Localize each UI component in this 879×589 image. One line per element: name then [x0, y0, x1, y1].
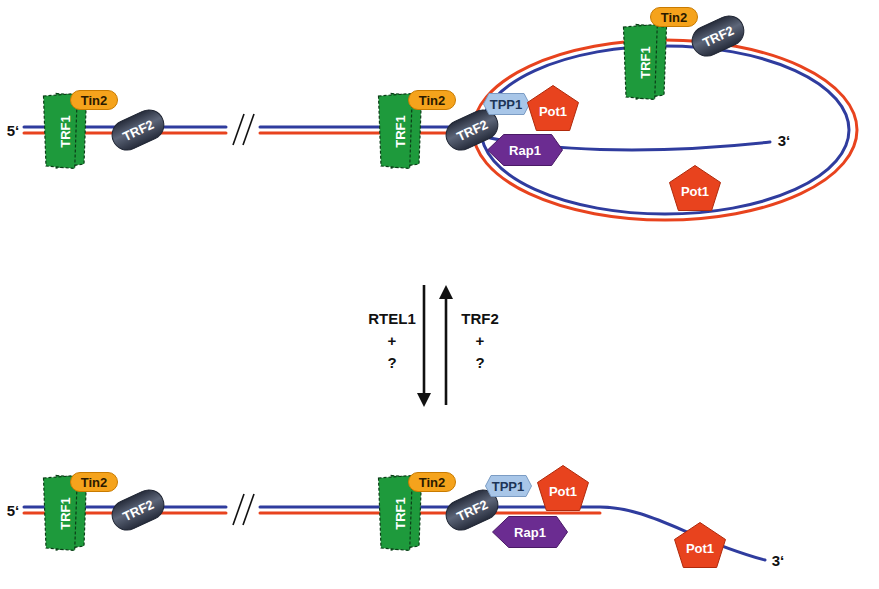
protein-name: Pot1: [539, 105, 567, 118]
protein-name: Pot1: [681, 185, 709, 198]
plus-sign: +: [388, 333, 397, 348]
trf2-cylinder: [687, 11, 749, 61]
plus-sign: +: [476, 333, 485, 348]
trf2-protein: TRF2: [695, 14, 741, 58]
trf2-protein: TRF2: [115, 108, 161, 152]
protein-name: Tin2: [81, 94, 108, 107]
trf2-protein: TRF2: [115, 488, 161, 532]
rap1-protein: Rap1: [487, 134, 563, 166]
c-strand: [260, 512, 600, 515]
protein-name: Tin2: [661, 11, 688, 24]
protein-name: TRF1: [394, 115, 407, 148]
protein-name: TPP1: [490, 98, 523, 111]
trf1-protein: TRF1: [623, 24, 667, 100]
t-loop-g-strand: [481, 46, 849, 214]
tpp1-shape: [483, 94, 529, 115]
protein-name: TRF1: [59, 497, 72, 530]
trf2-cylinder: [107, 485, 169, 535]
rap1-shape: [488, 135, 563, 166]
end-label: 3‘: [778, 133, 791, 148]
trf1-subunit: [379, 94, 413, 169]
trf1-subunit: [379, 476, 413, 551]
end-label: 3‘: [772, 553, 785, 568]
break-mark: [243, 494, 254, 525]
tpp1-protein: TPP1: [483, 93, 530, 115]
protein-name: TRF1: [639, 46, 652, 79]
protein-name: Pot1: [549, 485, 577, 498]
protein-name: Tin2: [419, 94, 446, 107]
protein-name: TPP1: [492, 480, 525, 493]
tin2-protein: Tin2: [70, 90, 118, 110]
arrow-head: [417, 393, 431, 407]
pot1-protein: Pot1: [527, 85, 579, 131]
pot1-pentagon: [528, 86, 579, 131]
protein-name: Rap1: [514, 526, 546, 539]
pot1-protein: Pot1: [669, 165, 721, 211]
tin2-protein: Tin2: [408, 90, 456, 110]
tin2-shape: [409, 91, 456, 110]
pot1-pentagon: [538, 466, 589, 511]
tin2-protein: Tin2: [70, 472, 118, 492]
pot1-protein: Pot1: [674, 522, 726, 568]
tin2-shape: [651, 8, 698, 27]
break-mark: [243, 114, 254, 145]
rap1-protein: Rap1: [492, 516, 568, 548]
break-mark: [233, 494, 244, 525]
arrow-shaft: [445, 297, 448, 405]
factor-label: TRF2: [461, 311, 499, 326]
rap1-shape: [493, 517, 568, 548]
protein-name: Tin2: [81, 476, 108, 489]
break-mark: [233, 114, 244, 145]
unknown-factor: ?: [475, 355, 484, 370]
pot1-pentagon: [675, 523, 726, 568]
unknown-factor: ?: [387, 355, 396, 370]
tin2-shape: [71, 473, 118, 492]
trf1-subunit: [624, 25, 658, 100]
arrow-shaft: [423, 285, 426, 395]
protein-name: TRF1: [59, 115, 72, 148]
factor-label: RTEL1: [368, 311, 416, 326]
tpp1-protein: TPP1: [485, 475, 532, 497]
protein-name: Rap1: [509, 144, 541, 157]
protein-name: Tin2: [419, 476, 446, 489]
trf2-cylinder: [107, 105, 169, 155]
tin2-shape: [409, 473, 456, 492]
tin2-protein: Tin2: [650, 7, 698, 27]
protein-name: Pot1: [686, 542, 714, 555]
tin2-protein: Tin2: [408, 472, 456, 492]
c-strand: [260, 132, 474, 135]
tin2-shape: [71, 91, 118, 110]
arrow-head: [439, 285, 453, 299]
pot1-pentagon: [670, 166, 721, 211]
end-label: 5‘: [7, 503, 20, 518]
tpp1-shape: [485, 476, 531, 497]
pot1-protein: Pot1: [537, 465, 589, 511]
trf2-protein: TRF2: [449, 488, 495, 532]
protein-name: TRF1: [394, 497, 407, 530]
end-label: 5‘: [7, 123, 20, 138]
